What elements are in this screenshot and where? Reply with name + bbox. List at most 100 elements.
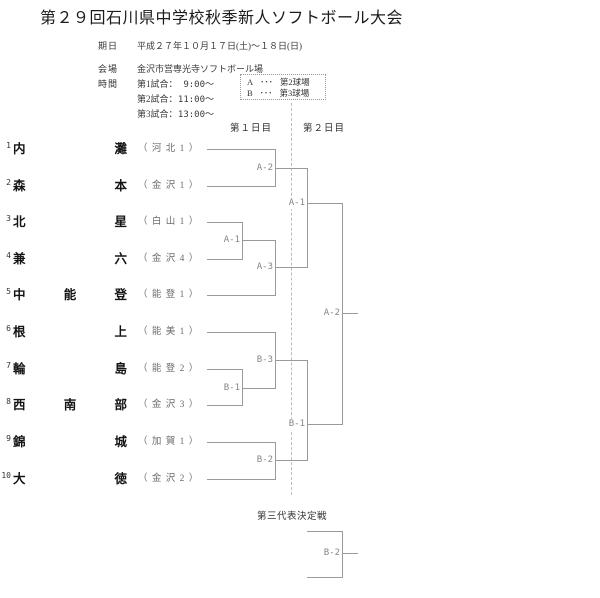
team-row: 7 輪島 （ 能 登 2 ） [0,360,230,378]
bracket-line [307,168,308,268]
bracket-line [275,442,276,480]
match-label-day1-b1: B-1 [214,383,240,394]
field-legend-row-b: B ･･･ 第3球場 [247,88,319,98]
team-name-char: 六 [114,252,127,266]
match-label-day2-a1: A-1 [279,198,305,209]
bracket-line [207,149,275,150]
match-label-final-a2: A-2 [314,308,340,319]
team-seed-number: 2 [6,178,11,187]
team-affiliation: （ 金 沢 3 ） [138,400,200,410]
legend-b-key: B [247,87,253,98]
team-name-char: 西 [13,398,26,412]
team-seed-number: 10 [1,471,11,480]
team-name-char: 島 [114,362,127,376]
team-seed-number: 1 [6,141,11,150]
bracket-line [275,240,276,296]
day-separator-line [291,103,292,495]
team-name-char: 部 [114,398,127,412]
bracket-line [307,577,342,578]
team-row: 8 西南部 （ 金 沢 3 ） [0,396,230,414]
team-affiliation: （ 能 美 1 ） [138,327,200,337]
legend-a-key: A [247,76,254,87]
bracket-line [207,186,275,187]
team-affiliation: （ 金 沢 1 ） [138,181,200,191]
team-name-char: 内 [13,142,26,156]
team-row: 9 錦 城 （ 加 賀 1 ） [0,433,230,451]
bracket-line [307,531,342,532]
bracket-line [207,332,275,333]
day1-column-label: 第１日目 [230,124,273,134]
team-name: 輪島 [13,360,127,378]
team-name: 西南部 [13,396,127,414]
field-legend-row-a: A ･･･ 第2球場 [247,77,319,87]
bracket-line [207,442,275,443]
bracket-line [275,360,307,361]
team-name-char: 登 [114,288,127,302]
venue-value: 金沢市営専光寺ソフトボール場 [137,64,264,74]
team-row: 10 大徳 （ 金 沢 2 ） [0,470,230,488]
team-name: 森本 [13,177,127,195]
team-affiliation: （ 金 沢 2 ） [138,474,200,484]
bracket-line [275,168,307,169]
team-seed-number: 3 [6,214,11,223]
bracket-line [242,240,275,241]
bracket-line [242,388,275,389]
team-row: 2 森本 （ 金 沢 1 ） [0,177,230,195]
bracket-line [307,360,308,461]
team-affiliation: （ 能 登 1 ） [138,290,200,300]
bracket-line [242,222,243,260]
team-row: 6 根上 （ 能 美 1 ） [0,323,230,341]
bracket-line [342,313,358,314]
team-name: 根上 [13,323,127,341]
team-affiliation: （ 白 山 1 ） [138,217,200,227]
team-affiliation: （ 加 賀 1 ） [138,437,200,447]
legend-a-value: 第2球場 [279,76,310,87]
team-name: 北星 [13,213,127,231]
ellipsis-dots: ･･･ [259,87,273,98]
team-name-char: 輪 [13,362,26,376]
team-name-char: 能 [63,288,77,302]
schedule-3-time: 13:00～ [177,110,214,120]
team-name: 中能登 [13,286,127,304]
venue-label: 会場 [98,64,119,74]
team-row: 4 兼六 （ 金 沢 4 ） [0,250,230,268]
match-label-day1-b2: B-2 [247,455,273,466]
team-name-char: 根 [13,325,26,339]
team-name-char: 錦 [13,435,26,449]
team-row: 3 北星 （ 白 山 1 ） [0,213,230,231]
third-place-title: 第三代表決定戦 [257,512,328,522]
team-name: 大徳 [13,470,127,488]
bracket-line [342,531,343,578]
bracket-line [207,479,275,480]
date-value: 平成２７年１０月１７日(土)～１８日(日) [137,41,302,51]
team-name-char: 本 [114,179,127,193]
team-seed-number: 5 [6,287,11,296]
team-name-char: 兼 [13,252,26,266]
team-name-char: 北 [13,215,26,229]
team-row: 1 内灘 （ 河 北 1 ） [0,140,230,158]
bracket-line [307,203,342,204]
date-label: 期日 [98,41,119,51]
team-row: 5 中能登 （ 能 登 1 ） [0,286,230,304]
bracket-line [342,203,343,425]
legend-b-value: 第3球場 [279,87,310,98]
team-name-char: 森 [13,179,26,193]
bracket-line [275,267,307,268]
team-seed-number: 7 [6,361,11,370]
bracket-line [242,369,243,406]
team-name-char: 徳 [114,472,127,486]
team-name-char: 灘 [114,142,127,156]
team-seed-number: 9 [6,434,11,443]
page-title: 第２９回石川県中学校秋季新人ソフトボール大会 [40,10,404,27]
team-name-char: 城 [114,435,127,449]
ellipsis-dots: ･･･ [260,76,273,87]
bracket-line [207,405,242,406]
team-name-char: 南 [63,398,77,412]
team-seed-number: 6 [6,324,11,333]
schedule-2-label: 第2試合： [137,94,178,104]
match-label-third-b2: B-2 [314,548,340,559]
bracket-line [207,295,275,296]
bracket-line [342,553,358,554]
match-label-day2-b1: B-1 [279,419,305,430]
